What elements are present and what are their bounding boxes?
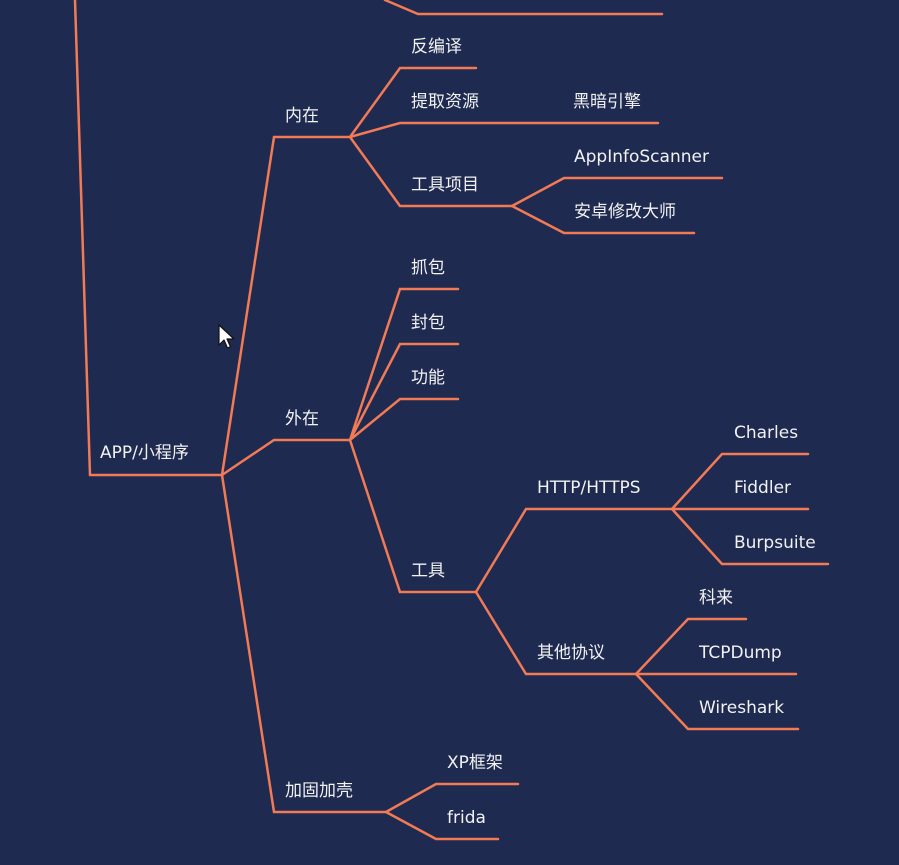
node-kelai: 科来: [699, 588, 733, 608]
node-charles: Charles: [734, 423, 799, 443]
connector-top-stub: [383, 0, 664, 16]
connector-root-outer: [220, 438, 352, 477]
connector-harden-frida: [384, 810, 500, 841]
node-function: 功能: [411, 368, 445, 388]
connector-outer-capture: [348, 287, 460, 442]
connector-other-wireshark: [634, 672, 800, 731]
connector-root-inner: [220, 135, 352, 477]
connector-inner-tools: [348, 135, 514, 208]
connector-outer-tools: [348, 438, 478, 594]
connector-tools-other: [474, 590, 638, 676]
node-extract-resources: 提取资源: [411, 92, 479, 112]
node-dark-engine: 黑暗引擎: [573, 92, 641, 112]
node-tool-project: 工具项目: [411, 175, 479, 195]
connector-outer-function: [348, 397, 460, 442]
node-outer: 外在: [285, 409, 319, 429]
node-harden-shell: 加固加壳: [285, 781, 353, 801]
node-inner: 内在: [285, 106, 319, 126]
node-http-https: HTTP/HTTPS: [537, 478, 641, 498]
node-android-master: 安卓修改大师: [574, 202, 676, 222]
connector-tools-http: [474, 507, 674, 594]
connector-http-charles: [670, 452, 810, 511]
connector-tools-appinfo: [510, 176, 724, 208]
node-appinfoscanner: AppInfoScanner: [574, 147, 709, 167]
node-app-miniprogram: APP/小程序: [100, 443, 189, 463]
node-frida: frida: [447, 808, 486, 828]
mouse-cursor-icon: [218, 324, 235, 349]
node-wireshark: Wireshark: [699, 698, 785, 718]
node-tcpdump: TCPDump: [699, 643, 782, 663]
connector-tools-android: [510, 204, 696, 235]
connector-outer-packet: [348, 342, 460, 442]
connector-http-burp: [670, 507, 830, 566]
node-other-protocols: 其他协议: [537, 643, 605, 663]
node-tools: 工具: [411, 561, 445, 581]
node-packet: 封包: [411, 313, 445, 333]
connector-harden-xposed: [384, 782, 520, 814]
node-xposed-framework: XP框架: [447, 753, 503, 773]
connector-other-kelai: [634, 617, 748, 676]
node-burpsuite: Burpsuite: [734, 533, 816, 553]
connector-top-partial: [73, 0, 92, 477]
node-decompile: 反编译: [411, 37, 462, 57]
node-fiddler: Fiddler: [734, 478, 792, 498]
connector-inner-decompile: [348, 66, 478, 139]
connector-root-harden: [220, 473, 388, 814]
connector-inner-extract: [348, 121, 660, 139]
node-capture: 抓包: [411, 258, 445, 278]
